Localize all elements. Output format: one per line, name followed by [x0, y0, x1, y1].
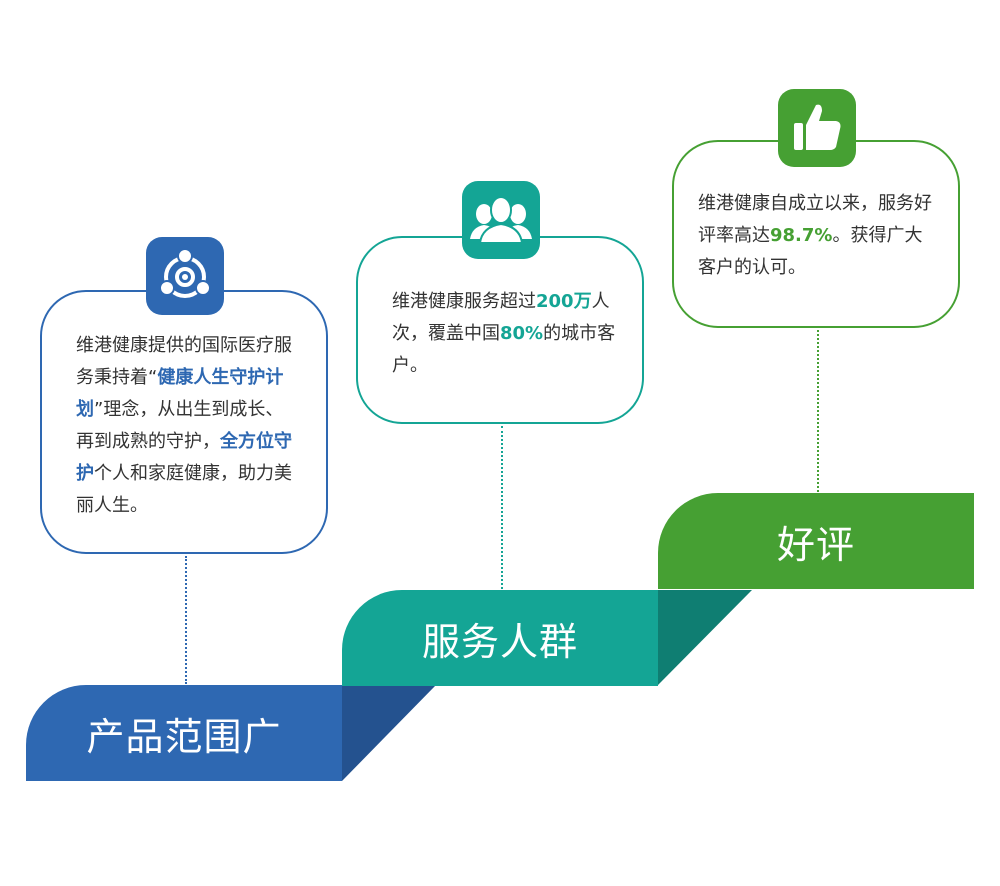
- card-good-review: 维港健康自成立以来，服务好评率高达98.7%。获得广大客户的认可。: [672, 140, 960, 328]
- step-product-range-label: 产品范围广: [86, 714, 282, 759]
- card-service-people: 维港健康服务超过200万人次，覆盖中国80%的城市客户。: [356, 236, 644, 424]
- step-service-people: 服务人群: [342, 590, 658, 686]
- step-good-review: 好评: [658, 493, 974, 589]
- share-network-icon: [146, 237, 224, 315]
- highlight-health-plan: 健康人生守护计划: [76, 367, 284, 420]
- teal-step-shadow: [658, 590, 752, 685]
- step-good-review-label: 好评: [776, 522, 855, 567]
- highlight-2-million: 200万: [536, 291, 592, 312]
- card-product-range: 维港健康提供的国际医疗服务秉持着“健康人生守护计划”理念，从出生到成长、再到成熟…: [40, 290, 328, 554]
- connector-green: [817, 330, 819, 492]
- highlight-all-round: 全方位守护: [76, 431, 292, 484]
- connector-teal: [501, 426, 503, 589]
- step-service-people-label: 服务人群: [421, 619, 578, 664]
- thumbs-up-icon: [778, 89, 856, 167]
- connector-blue: [185, 556, 187, 684]
- step-product-range: 产品范围广: [26, 685, 342, 781]
- blue-step-shadow: [342, 685, 436, 781]
- user-group-icon: [462, 181, 540, 259]
- highlight-80-percent: 80%: [500, 323, 544, 344]
- highlight-98-percent: 98.7%: [770, 225, 833, 246]
